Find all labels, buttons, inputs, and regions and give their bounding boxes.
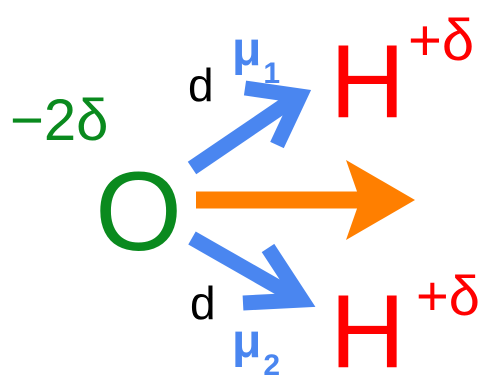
bond-distance-label-top: d [188, 59, 214, 111]
mu-symbol-top: μ [232, 23, 262, 76]
mu-symbol-bottom: μ [232, 315, 262, 368]
bond-dipole-arrow-bottom [188, 231, 316, 311]
oxygen-partial-charge: −2δ [10, 88, 109, 153]
hydrogen-partial-charge-top: +δ [408, 8, 475, 73]
mu-subscript-top: 1 [263, 57, 281, 90]
dipole-diagram: −2δ O H +δ H +δ d μ1 d μ2 [10, 8, 480, 385]
bond-distance-label-bottom: d [190, 277, 216, 329]
net-dipole-arrow [196, 160, 415, 240]
dipole-moment-label-bottom: μ2 [232, 315, 280, 381]
oxygen-atom-label: O [95, 149, 183, 274]
hydrogen-atom-label-bottom: H [330, 274, 406, 390]
hydrogen-partial-charge-bottom: +δ [416, 264, 480, 327]
bond-dipole-arrow-top [187, 80, 312, 175]
dipole-arrows [187, 80, 415, 311]
hydrogen-atom-label-top: H [330, 24, 406, 140]
mu-subscript-bottom: 2 [263, 349, 281, 382]
dipole-moment-label-top: μ1 [232, 23, 280, 89]
